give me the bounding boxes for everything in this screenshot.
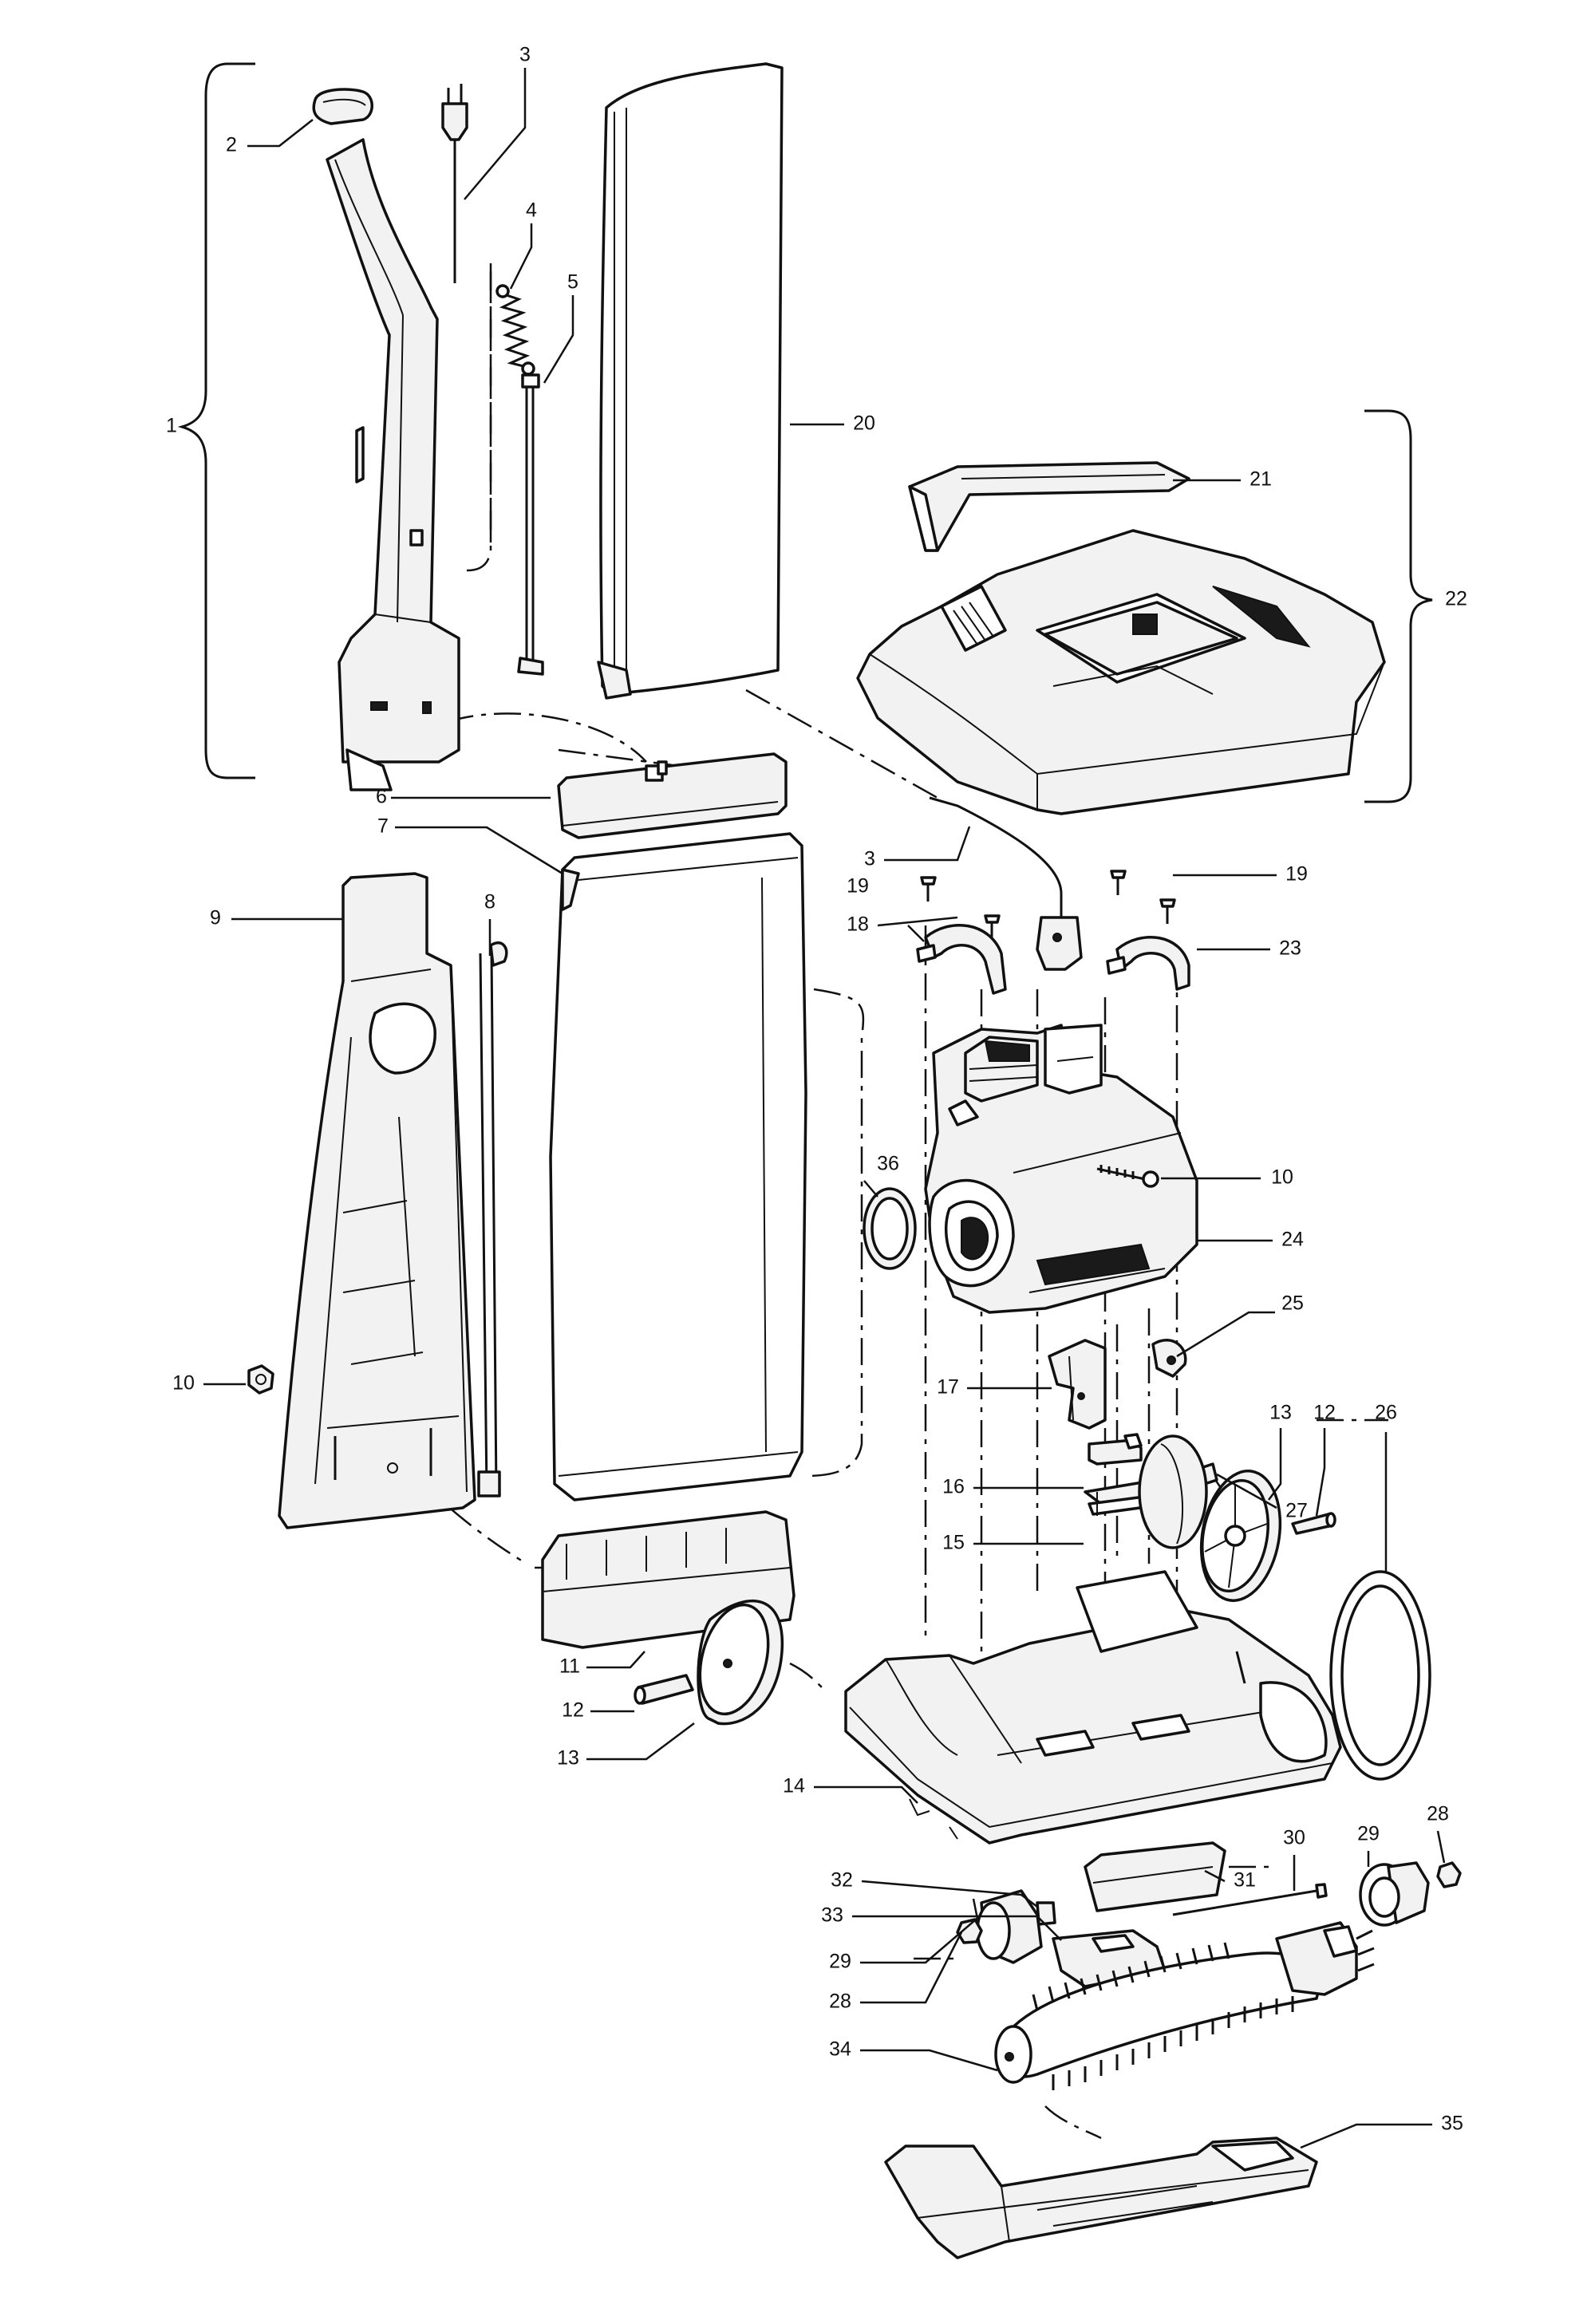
callout-14: 14 (783, 1775, 805, 1797)
callout-19: 19 (1285, 863, 1308, 886)
bag-top-cover (557, 752, 788, 839)
axle-right (1291, 1512, 1336, 1535)
callout-28: 28 (1427, 1803, 1449, 1825)
callout-8: 8 (484, 891, 495, 913)
callout-12: 12 (562, 1699, 584, 1722)
callout-7: 7 (377, 815, 389, 838)
screws (920, 870, 1176, 937)
handle-carry (908, 461, 1190, 552)
end-cap-right (1359, 1861, 1430, 1927)
back-panel (278, 872, 476, 1529)
outer-bag (597, 62, 784, 700)
callout-13: 13 (1269, 1402, 1292, 1424)
wheel-right (1199, 1470, 1282, 1602)
callout-18: 18 (847, 913, 869, 936)
callout-30: 30 (1283, 1827, 1305, 1849)
callout-17: 17 (937, 1376, 959, 1399)
nut-left (247, 1364, 274, 1395)
motor-screw (1096, 1165, 1159, 1188)
callout-12: 12 (1313, 1402, 1336, 1424)
callout-25: 25 (1281, 1292, 1304, 1315)
callout-5: 5 (567, 271, 578, 294)
cord-strain (929, 796, 1083, 971)
wheel-left (697, 1599, 784, 1726)
callout-21: 21 (1250, 468, 1272, 491)
tire (1329, 1570, 1431, 1781)
callout-19: 19 (847, 875, 869, 898)
callout-28: 28 (829, 1991, 851, 2013)
callout-10: 10 (1271, 1166, 1293, 1189)
upper-handle (326, 138, 460, 791)
brush-shaft (1172, 1883, 1328, 1916)
callout-10: 10 (172, 1372, 195, 1395)
belt-idler (1151, 1339, 1187, 1378)
inner-wheel (1138, 1434, 1208, 1549)
motor-strap-left (916, 923, 1007, 995)
axle-left (634, 1674, 694, 1705)
callout-33: 33 (821, 1904, 843, 1927)
callout-35: 35 (1441, 2113, 1463, 2135)
brush-clip (1036, 1901, 1056, 1926)
callout-29: 29 (829, 1951, 851, 1973)
switch-housing (1048, 1339, 1107, 1430)
callout-4: 4 (526, 199, 537, 222)
power-cord (441, 84, 492, 572)
callout-15: 15 (942, 1532, 965, 1554)
seal-ring (863, 1187, 917, 1270)
bracket-handle-assembly (177, 62, 255, 779)
rear-rod (477, 941, 508, 1497)
callout-16: 16 (942, 1476, 965, 1498)
callout-22: 22 (1445, 588, 1467, 610)
callout-11: 11 (559, 1655, 580, 1678)
plate (1084, 1841, 1226, 1912)
callout-31: 31 (1234, 1869, 1256, 1892)
base-nozzle (844, 1570, 1342, 1845)
end-nut-right (1436, 1861, 1462, 1888)
callout-labels: 1 2 3 3 4 5 6 7 8 9 10 10 11 12 12 13 13… (166, 44, 1467, 2135)
callout-3: 3 (519, 44, 531, 66)
cord-hook-rod (517, 373, 544, 676)
callout-6: 6 (376, 786, 387, 808)
callout-27: 27 (1285, 1500, 1308, 1522)
switch-actuator (1088, 1433, 1143, 1466)
callout-1: 1 (166, 415, 177, 437)
motor-strap-right (1106, 935, 1190, 991)
brush-roll (994, 1921, 1375, 2090)
dust-bag (549, 832, 807, 1501)
callout-24: 24 (1281, 1229, 1304, 1251)
callout-29: 29 (1357, 1823, 1380, 1845)
callout-2: 2 (226, 134, 237, 156)
callout-9: 9 (210, 907, 221, 929)
callout-34: 34 (829, 2038, 851, 2061)
callout-32: 32 (831, 1869, 853, 1892)
callout-13: 13 (557, 1747, 579, 1770)
hood (856, 529, 1386, 815)
spring (495, 284, 535, 376)
callout-23: 23 (1279, 937, 1301, 960)
callout-26: 26 (1375, 1402, 1397, 1424)
callout-3: 3 (864, 848, 875, 870)
motor-housing (924, 1024, 1198, 1314)
handle-grip (312, 88, 373, 125)
callout-20: 20 (853, 412, 875, 435)
callout-36: 36 (877, 1153, 899, 1175)
leader-lines (203, 68, 1446, 2149)
bracket-hood-assembly (1364, 409, 1433, 803)
bottom-plate (884, 2137, 1318, 2259)
